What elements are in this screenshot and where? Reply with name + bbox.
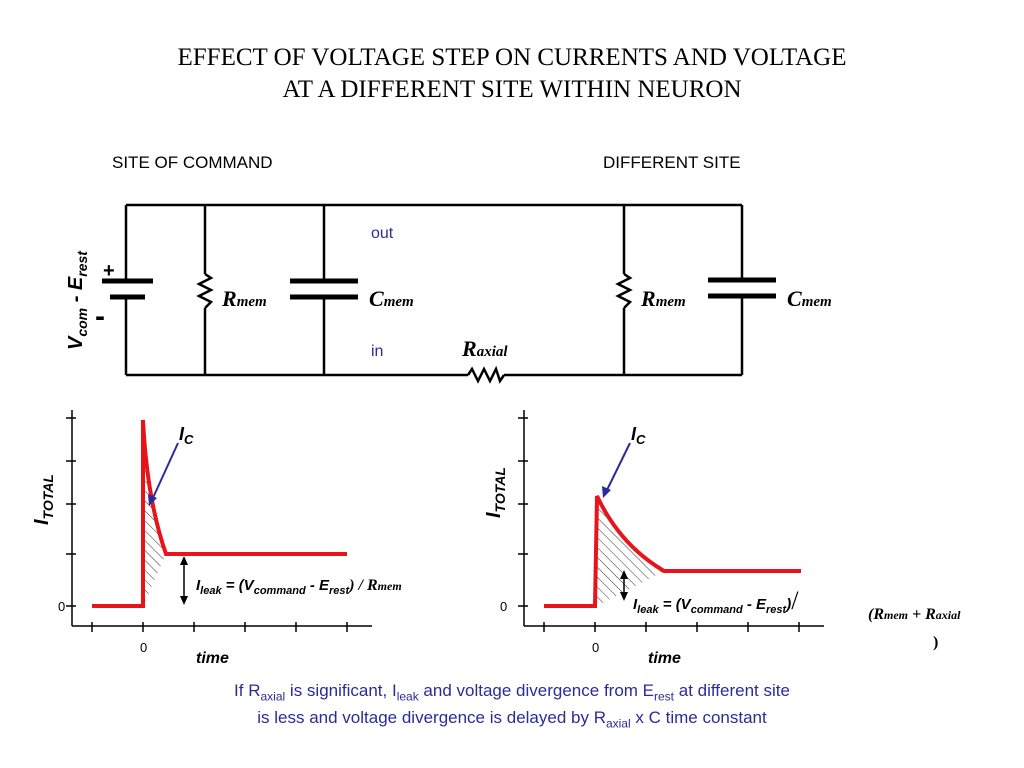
raxial-label: Raxial [461,336,508,361]
left-ic-label: IC [179,424,194,447]
rmem-right-resistor [615,272,633,309]
in-label: in [371,343,383,360]
battery-voltage-label: Vcom - Erest [65,250,90,350]
right-ic-hatch [597,496,664,606]
cmem-right-label: Cmem [787,286,832,311]
left-leak-equation: Ileak = (Vcommand - Erest) / Rmem [196,577,402,597]
right-ylabel: ITOTAL [483,467,508,518]
site-of-command-label: SITE OF COMMAND [112,153,273,172]
cmem-left-label: Cmem [369,286,414,311]
right-y-zero-label: 0 [500,599,507,614]
battery-plus: + [103,260,115,282]
right-xlabel: time [648,650,681,667]
caption: If Raxial is significant, Ileak and volt… [0,680,1024,735]
different-site-label: DIFFERENT SITE [603,153,741,172]
title-line-2: AT A DIFFERENT SITE WITHIN NEURON [282,76,742,103]
raxial-resistor [466,365,506,384]
left-ylabel: ITOTAL [31,474,56,525]
right-denominator: (Rmem + Raxial [868,606,961,623]
rmem-left-resistor [196,272,214,309]
right-denominator-close: ) [933,634,938,651]
battery-minus: - [95,300,105,333]
page-title: EFFECT OF VOLTAGE STEP ON CURRENTS AND V… [0,42,1024,106]
right-leak-equation: Ileak = (Vcommand - Erest)/ [633,586,799,616]
title-line-1: EFFECT OF VOLTAGE STEP ON CURRENTS AND V… [177,44,847,71]
right-current-trace [544,495,801,608]
out-label: out [371,225,394,242]
rmem-left-label: Rmem [221,286,267,311]
right-x-zero-label: 0 [592,640,599,655]
left-y-zero-label: 0 [58,599,65,614]
right-ic-label: IC [631,424,646,447]
caption-line-2: is less and voltage divergence is delaye… [257,708,767,731]
caption-line-1: If Raxial is significant, Ileak and volt… [234,681,790,704]
left-xlabel: time [196,650,229,667]
left-current-trace [92,419,347,608]
left-x-zero-label: 0 [140,640,147,655]
rmem-right-label: Rmem [640,286,686,311]
